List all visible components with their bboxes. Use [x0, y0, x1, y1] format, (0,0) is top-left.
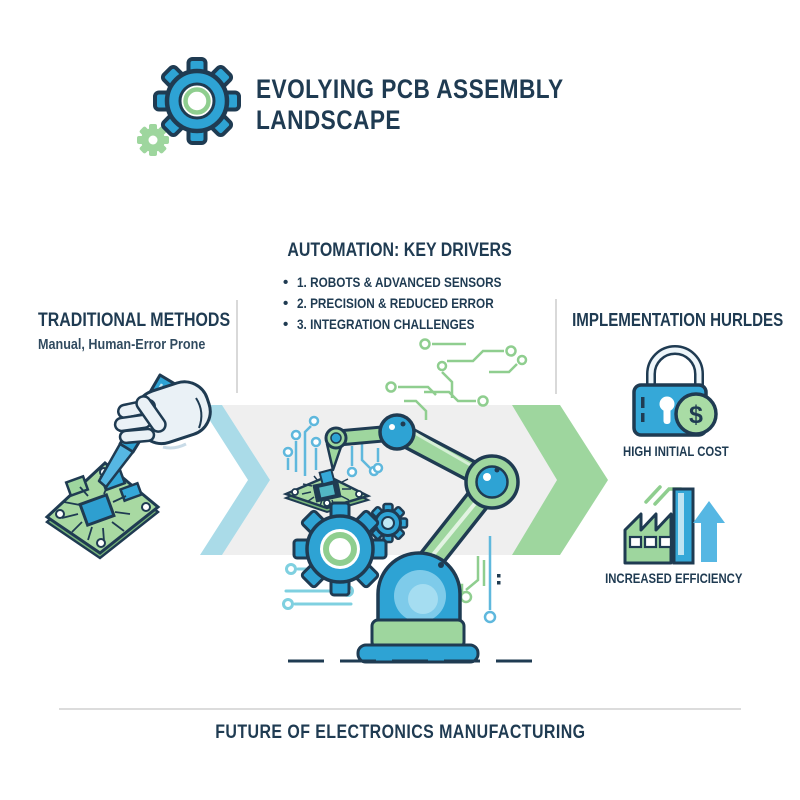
list-item-label: 2. PRECISION & REDUCED ERROR: [297, 295, 494, 311]
footer-caption: FUTURE OF ELECTRONICS MANUFACTURING: [214, 722, 586, 743]
factory-growth-icon: [623, 485, 725, 565]
bullet-icon: •: [283, 295, 289, 312]
divider-right: [555, 299, 557, 394]
dollar-coin-icon: $: [674, 392, 718, 436]
circuit-traces-blue: [282, 415, 501, 624]
shoulder-joint: [378, 413, 416, 451]
up-arrow-icon: [693, 501, 725, 562]
list-item: • 3. INTEGRATION CHALLENGES: [283, 314, 541, 335]
gears-icon: [137, 57, 241, 156]
hurdles-section-heading: IMPLEMENTATION HURLDES: [572, 310, 784, 330]
footer-divider: [59, 708, 741, 710]
list-item: • 1. ROBOTS & ADVANCED SENSORS: [283, 272, 541, 293]
robot-base: [356, 551, 480, 664]
list-item-label: 1. ROBOTS & ADVANCED SENSORS: [297, 274, 502, 290]
list-item: • 2. PRECISION & REDUCED ERROR: [283, 293, 541, 314]
bullet-icon: •: [283, 316, 289, 333]
hurdle-label-cost: HIGH INITIAL COST: [623, 444, 729, 459]
gear-large-blue: [153, 57, 241, 145]
pcb-board-left: [44, 461, 161, 560]
picked-component: [318, 468, 336, 486]
divider-left: [236, 300, 238, 393]
hurdle-label-efficiency: INCREASED EFFICIENCY: [605, 571, 743, 586]
circuit-traces-green: [385, 338, 528, 604]
human-hand: [113, 380, 212, 450]
traditional-section-subheading: Manual, Human-Error Prone: [38, 336, 206, 353]
automation-driver-list: • 1. ROBOTS & ADVANCED SENSORS • 2. PREC…: [283, 272, 541, 335]
bullet-icon: •: [283, 274, 289, 291]
page-title-line1: EVOLYING PCB ASSEMBLY: [256, 74, 564, 104]
chevron-blue-icon: [200, 405, 270, 555]
chevron-green-icon: [512, 405, 608, 555]
gear-small-icon: [367, 502, 409, 544]
chip-icon: [301, 473, 351, 507]
list-item-label: 3. INTEGRATION CHALLENGES: [297, 316, 475, 332]
traditional-section-heading: TRADITIONAL METHODS: [38, 310, 231, 331]
page-title-line2: LANDSCAPE: [256, 105, 401, 135]
automation-section-heading: AUTOMATION: KEY DRIVERS: [287, 240, 513, 261]
dollar-symbol: $: [689, 401, 703, 429]
chip-icon: [61, 483, 131, 542]
gear-large-icon: [292, 501, 388, 597]
page-title: EVOLYING PCB ASSEMBLY LANDSCAPE: [256, 74, 622, 136]
lock-dollar-icon: $: [632, 345, 718, 437]
manual-assembly-illustration: [44, 373, 212, 560]
